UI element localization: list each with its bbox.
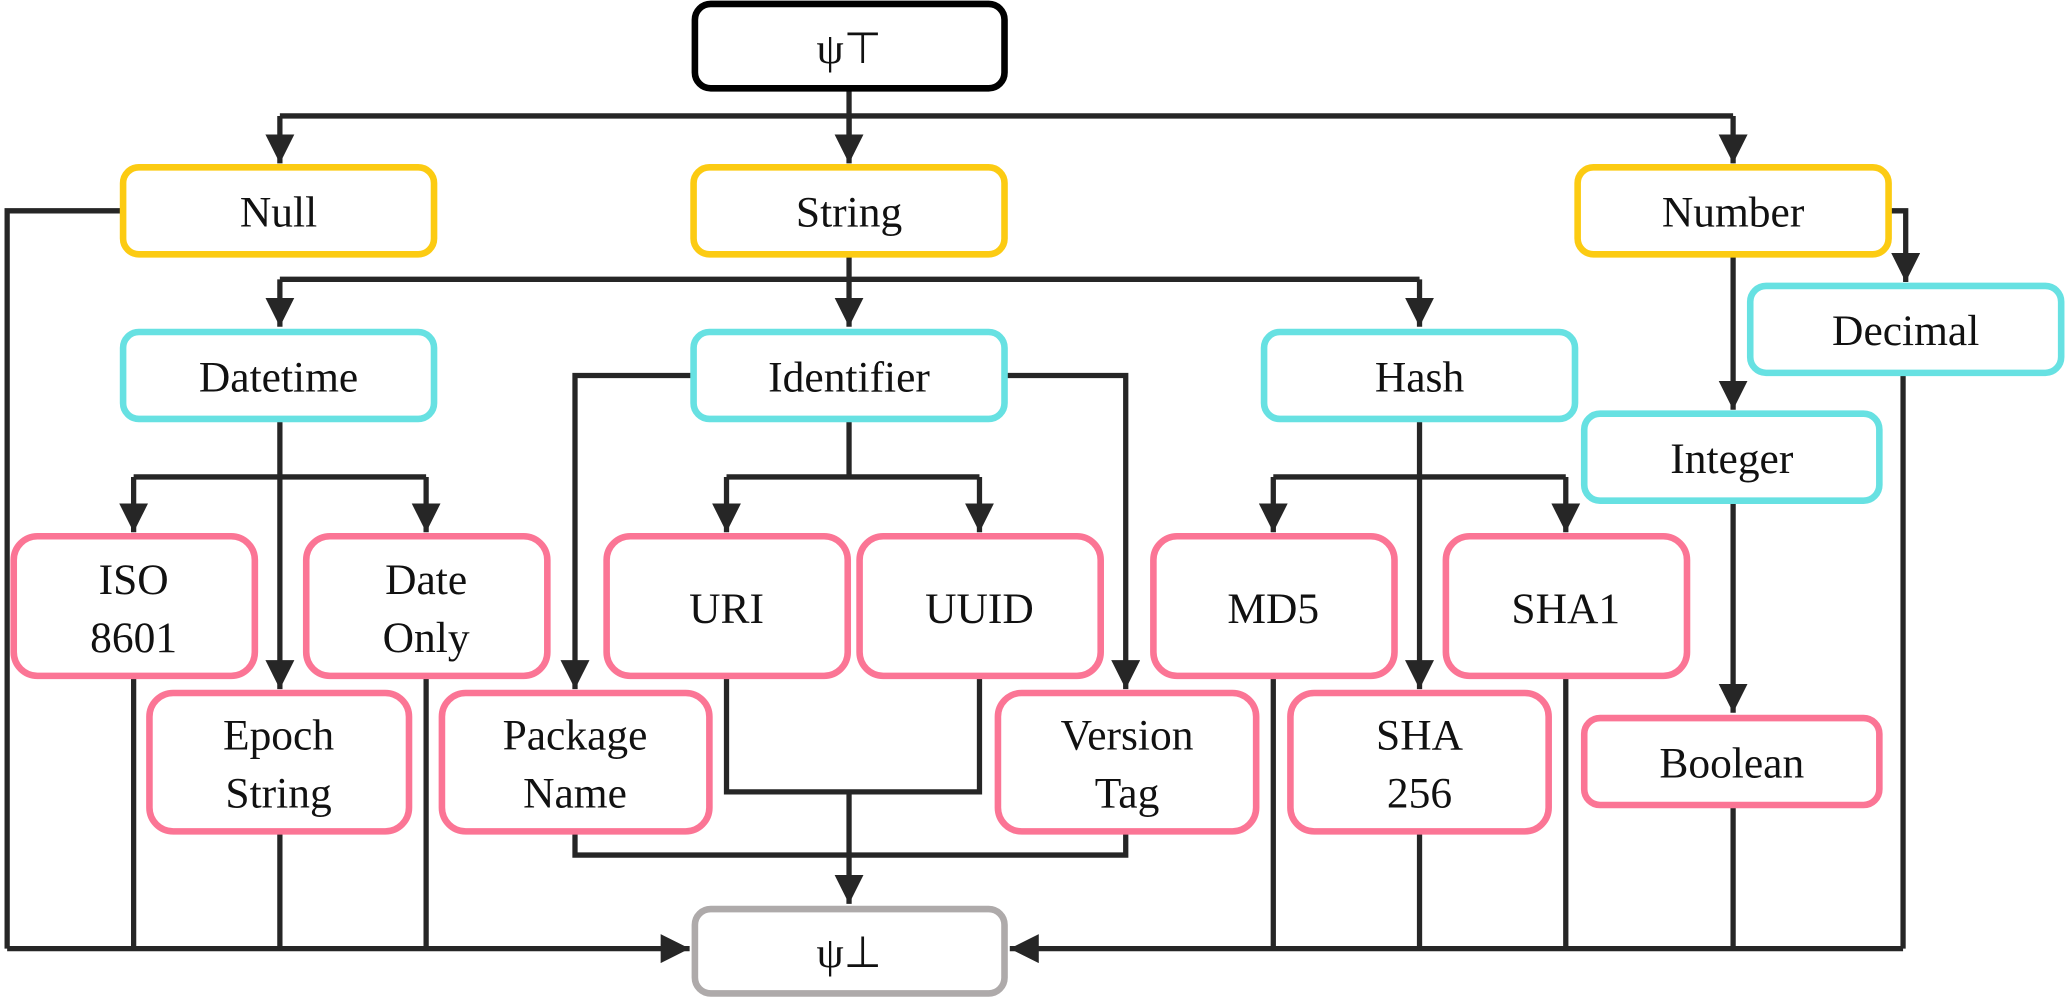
node-uuid-label: UUID — [925, 585, 1034, 633]
node-package-name-label-2: Name — [523, 770, 627, 818]
node-boolean-label: Boolean — [1659, 739, 1804, 787]
node-identifier: Identifier — [690, 328, 1008, 423]
node-identifier-label: Identifier — [768, 353, 930, 401]
node-sha1: SHA1 — [1442, 532, 1691, 680]
node-iso8601-label-2: 8601 — [90, 614, 177, 662]
node-iso8601: ISO 8601 — [10, 532, 259, 680]
node-version-tag-label-2: Tag — [1095, 770, 1160, 818]
node-integer-label: Integer — [1670, 435, 1794, 483]
node-version-tag-label-1: Version — [1061, 712, 1194, 760]
node-md5-label: MD5 — [1227, 585, 1319, 633]
node-string-label: String — [796, 189, 902, 237]
node-bottom: ψ⊥ — [691, 905, 1008, 997]
node-uri: URI — [603, 532, 852, 680]
node-top: ψ⊤ — [691, 0, 1008, 92]
node-boolean: Boolean — [1580, 714, 1883, 809]
node-package-name-label-1: Package — [503, 712, 648, 760]
node-uri-label: URI — [689, 585, 764, 633]
node-null-label: Null — [240, 189, 317, 237]
node-sha256: SHA 256 — [1287, 689, 1552, 835]
node-top-label: ψ⊤ — [817, 25, 882, 73]
edges — [4, 89, 1921, 964]
node-date-only-label-2: Only — [383, 614, 470, 662]
node-number-label: Number — [1662, 189, 1805, 237]
node-date-only-label-1: Date — [385, 556, 467, 604]
nodes: ψ⊤ Null String Number Datetime Identifie… — [10, 0, 2065, 997]
node-uuid: UUID — [856, 532, 1104, 680]
node-null: Null — [119, 164, 438, 258]
node-epoch-string-label-1: Epoch — [223, 712, 334, 760]
node-integer: Integer — [1580, 410, 1883, 504]
node-bottom-label: ψ⊥ — [817, 929, 882, 977]
node-hash-label: Hash — [1375, 353, 1465, 401]
node-sha256-label-1: SHA — [1376, 712, 1464, 760]
node-datetime-label: Datetime — [199, 353, 358, 401]
node-sha1-label: SHA1 — [1511, 585, 1620, 633]
node-md5: MD5 — [1150, 532, 1398, 680]
node-decimal: Decimal — [1746, 282, 2065, 377]
node-string: String — [690, 164, 1008, 258]
node-epoch-string-label-2: String — [225, 770, 331, 818]
node-number: Number — [1574, 164, 1892, 258]
node-datetime: Datetime — [119, 328, 438, 423]
node-decimal-label: Decimal — [1832, 307, 1979, 355]
node-hash: Hash — [1260, 328, 1579, 423]
node-sha256-label-2: 256 — [1387, 770, 1452, 818]
node-iso8601-label-1: ISO — [99, 556, 169, 604]
